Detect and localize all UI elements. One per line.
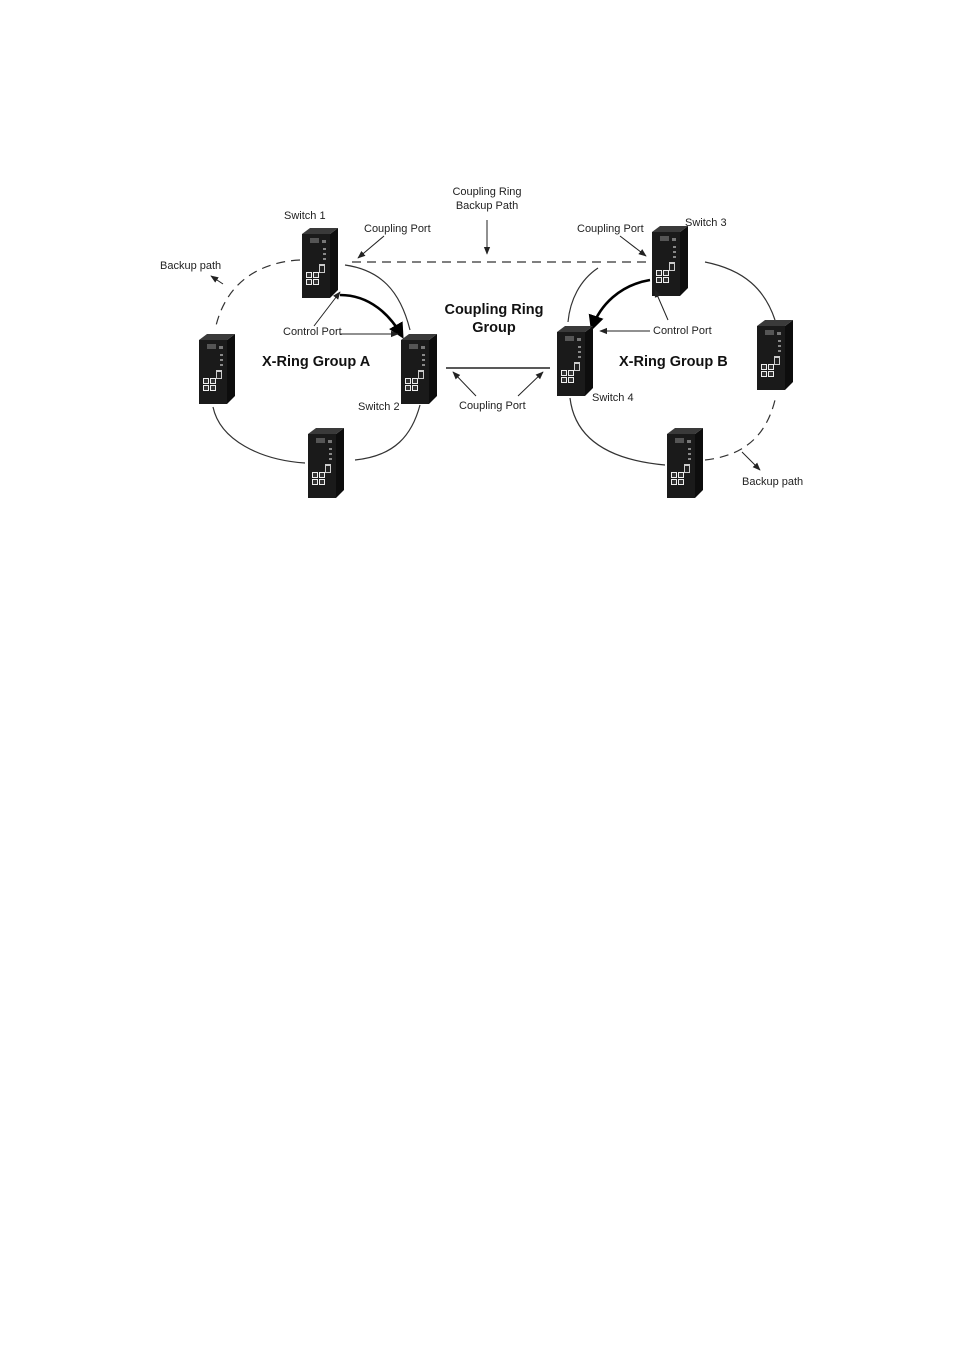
control-port-a-link [340,295,402,336]
switch-bottom-b-icon [667,428,703,498]
switch-3-label: Switch 3 [685,217,727,229]
x-ring-group-a-title: X-Ring Group A [262,354,371,370]
backup-path-b-link [705,400,775,460]
switch-2-label: Switch 2 [358,401,400,413]
coupling-port-label-1: Coupling Port [364,223,431,235]
switch-1-label: Switch 1 [284,210,326,222]
switch-4-label: Switch 4 [592,392,634,404]
switch-3-icon [652,226,688,296]
coupling-ring-group-title-line1: Coupling Ring [444,302,543,318]
switch-4-icon [557,326,593,396]
control-port-label-a: Control Port [283,326,342,338]
coupling-port-label-3: Coupling Port [577,223,644,235]
switch-2-icon [401,334,437,404]
backup-path-label-b: Backup path [742,476,803,488]
control-port-b-link [592,280,650,328]
coupling-ring-backup-label-line2: Backup Path [456,200,518,212]
switch-1-icon [302,228,338,298]
backup-path-a-link [215,260,300,330]
switch-right-icon [757,320,793,390]
coupling-port-label-mid: Coupling Port [459,400,526,412]
backup-path-label-a: Backup path [160,260,221,272]
coupling-ring-group-title-line2: Group [472,320,516,336]
x-ring-group-b-title: X-Ring Group B [619,354,728,370]
switch-left-icon [199,334,235,404]
coupling-ring-backup-label-line1: Coupling Ring [452,186,521,198]
switch-bottom-a-icon [308,428,344,498]
control-port-label-b: Control Port [653,325,712,337]
